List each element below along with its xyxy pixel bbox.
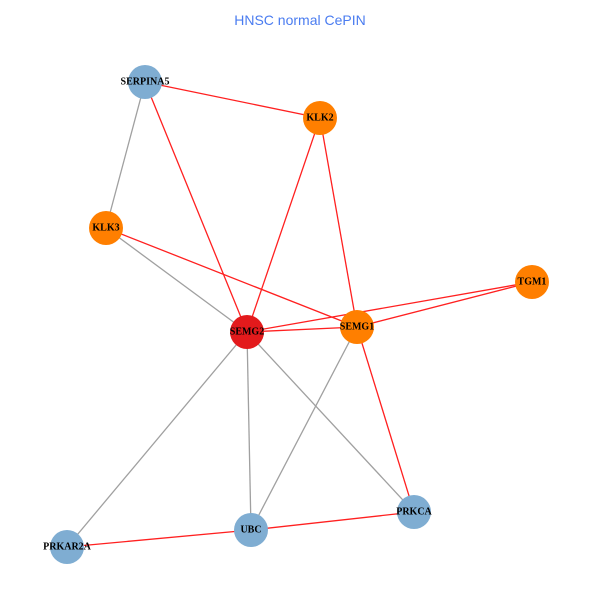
edge-UBC-PRKCA [250, 511, 415, 531]
node-circle[interactable] [89, 211, 123, 245]
node-TGM1[interactable]: TGM1 [515, 265, 549, 299]
edge-UBC-PRKAR2A [66, 529, 252, 548]
edge-KLK2-SEMG2 [246, 117, 321, 333]
edge-SEMG1-UBC [250, 326, 358, 531]
node-circle[interactable] [50, 530, 84, 564]
node-label: KLK3 [92, 223, 119, 234]
node-label: SEMG2 [230, 327, 264, 338]
edge-KLK2-SEMG1 [319, 117, 358, 328]
node-label: SERPINA5 [121, 77, 170, 88]
node-PRKCA[interactable]: PRKCA [396, 495, 433, 529]
edge-SEMG2-PRKCA [246, 331, 415, 513]
node-SEMG2[interactable]: SEMG2 [230, 315, 264, 349]
node-label: TGM1 [518, 277, 547, 288]
node-circle[interactable] [230, 315, 264, 349]
node-PRKAR2A[interactable]: PRKAR2A [43, 530, 92, 564]
edge-SEMG2-TGM1 [246, 281, 533, 333]
node-SEMG1[interactable]: SEMG1 [340, 310, 374, 344]
edge-SEMG1-PRKCA [356, 326, 415, 513]
node-label: KLK2 [306, 113, 333, 124]
node-circle[interactable] [234, 513, 268, 547]
node-KLK2[interactable]: KLK2 [303, 101, 337, 135]
node-KLK3[interactable]: KLK3 [89, 211, 123, 245]
node-label: PRKAR2A [43, 542, 92, 553]
node-circle[interactable] [397, 495, 431, 529]
edge-KLK3-SEMG1 [105, 227, 358, 328]
edge-SERPINA5-KLK2 [144, 81, 321, 119]
edge-SERPINA5-SEMG2 [144, 81, 248, 333]
node-circle[interactable] [128, 65, 162, 99]
node-label: PRKCA [396, 507, 432, 518]
edge-SEMG2-UBC [246, 331, 252, 531]
edge-SEMG2-SEMG1 [246, 326, 358, 333]
node-circle[interactable] [340, 310, 374, 344]
node-SERPINA5[interactable]: SERPINA5 [121, 65, 170, 99]
node-label: UBC [240, 525, 261, 536]
node-UBC[interactable]: UBC [234, 513, 268, 547]
edge-SEMG2-PRKAR2A [66, 331, 248, 548]
chart-title: HNSC normal CePIN [234, 12, 366, 28]
edge-SERPINA5-KLK3 [105, 81, 146, 229]
node-circle[interactable] [303, 101, 337, 135]
node-label: SEMG1 [340, 322, 374, 333]
edge-KLK3-SEMG2 [105, 227, 248, 333]
node-circle[interactable] [515, 265, 549, 299]
edge-SEMG1-TGM1 [356, 281, 533, 328]
